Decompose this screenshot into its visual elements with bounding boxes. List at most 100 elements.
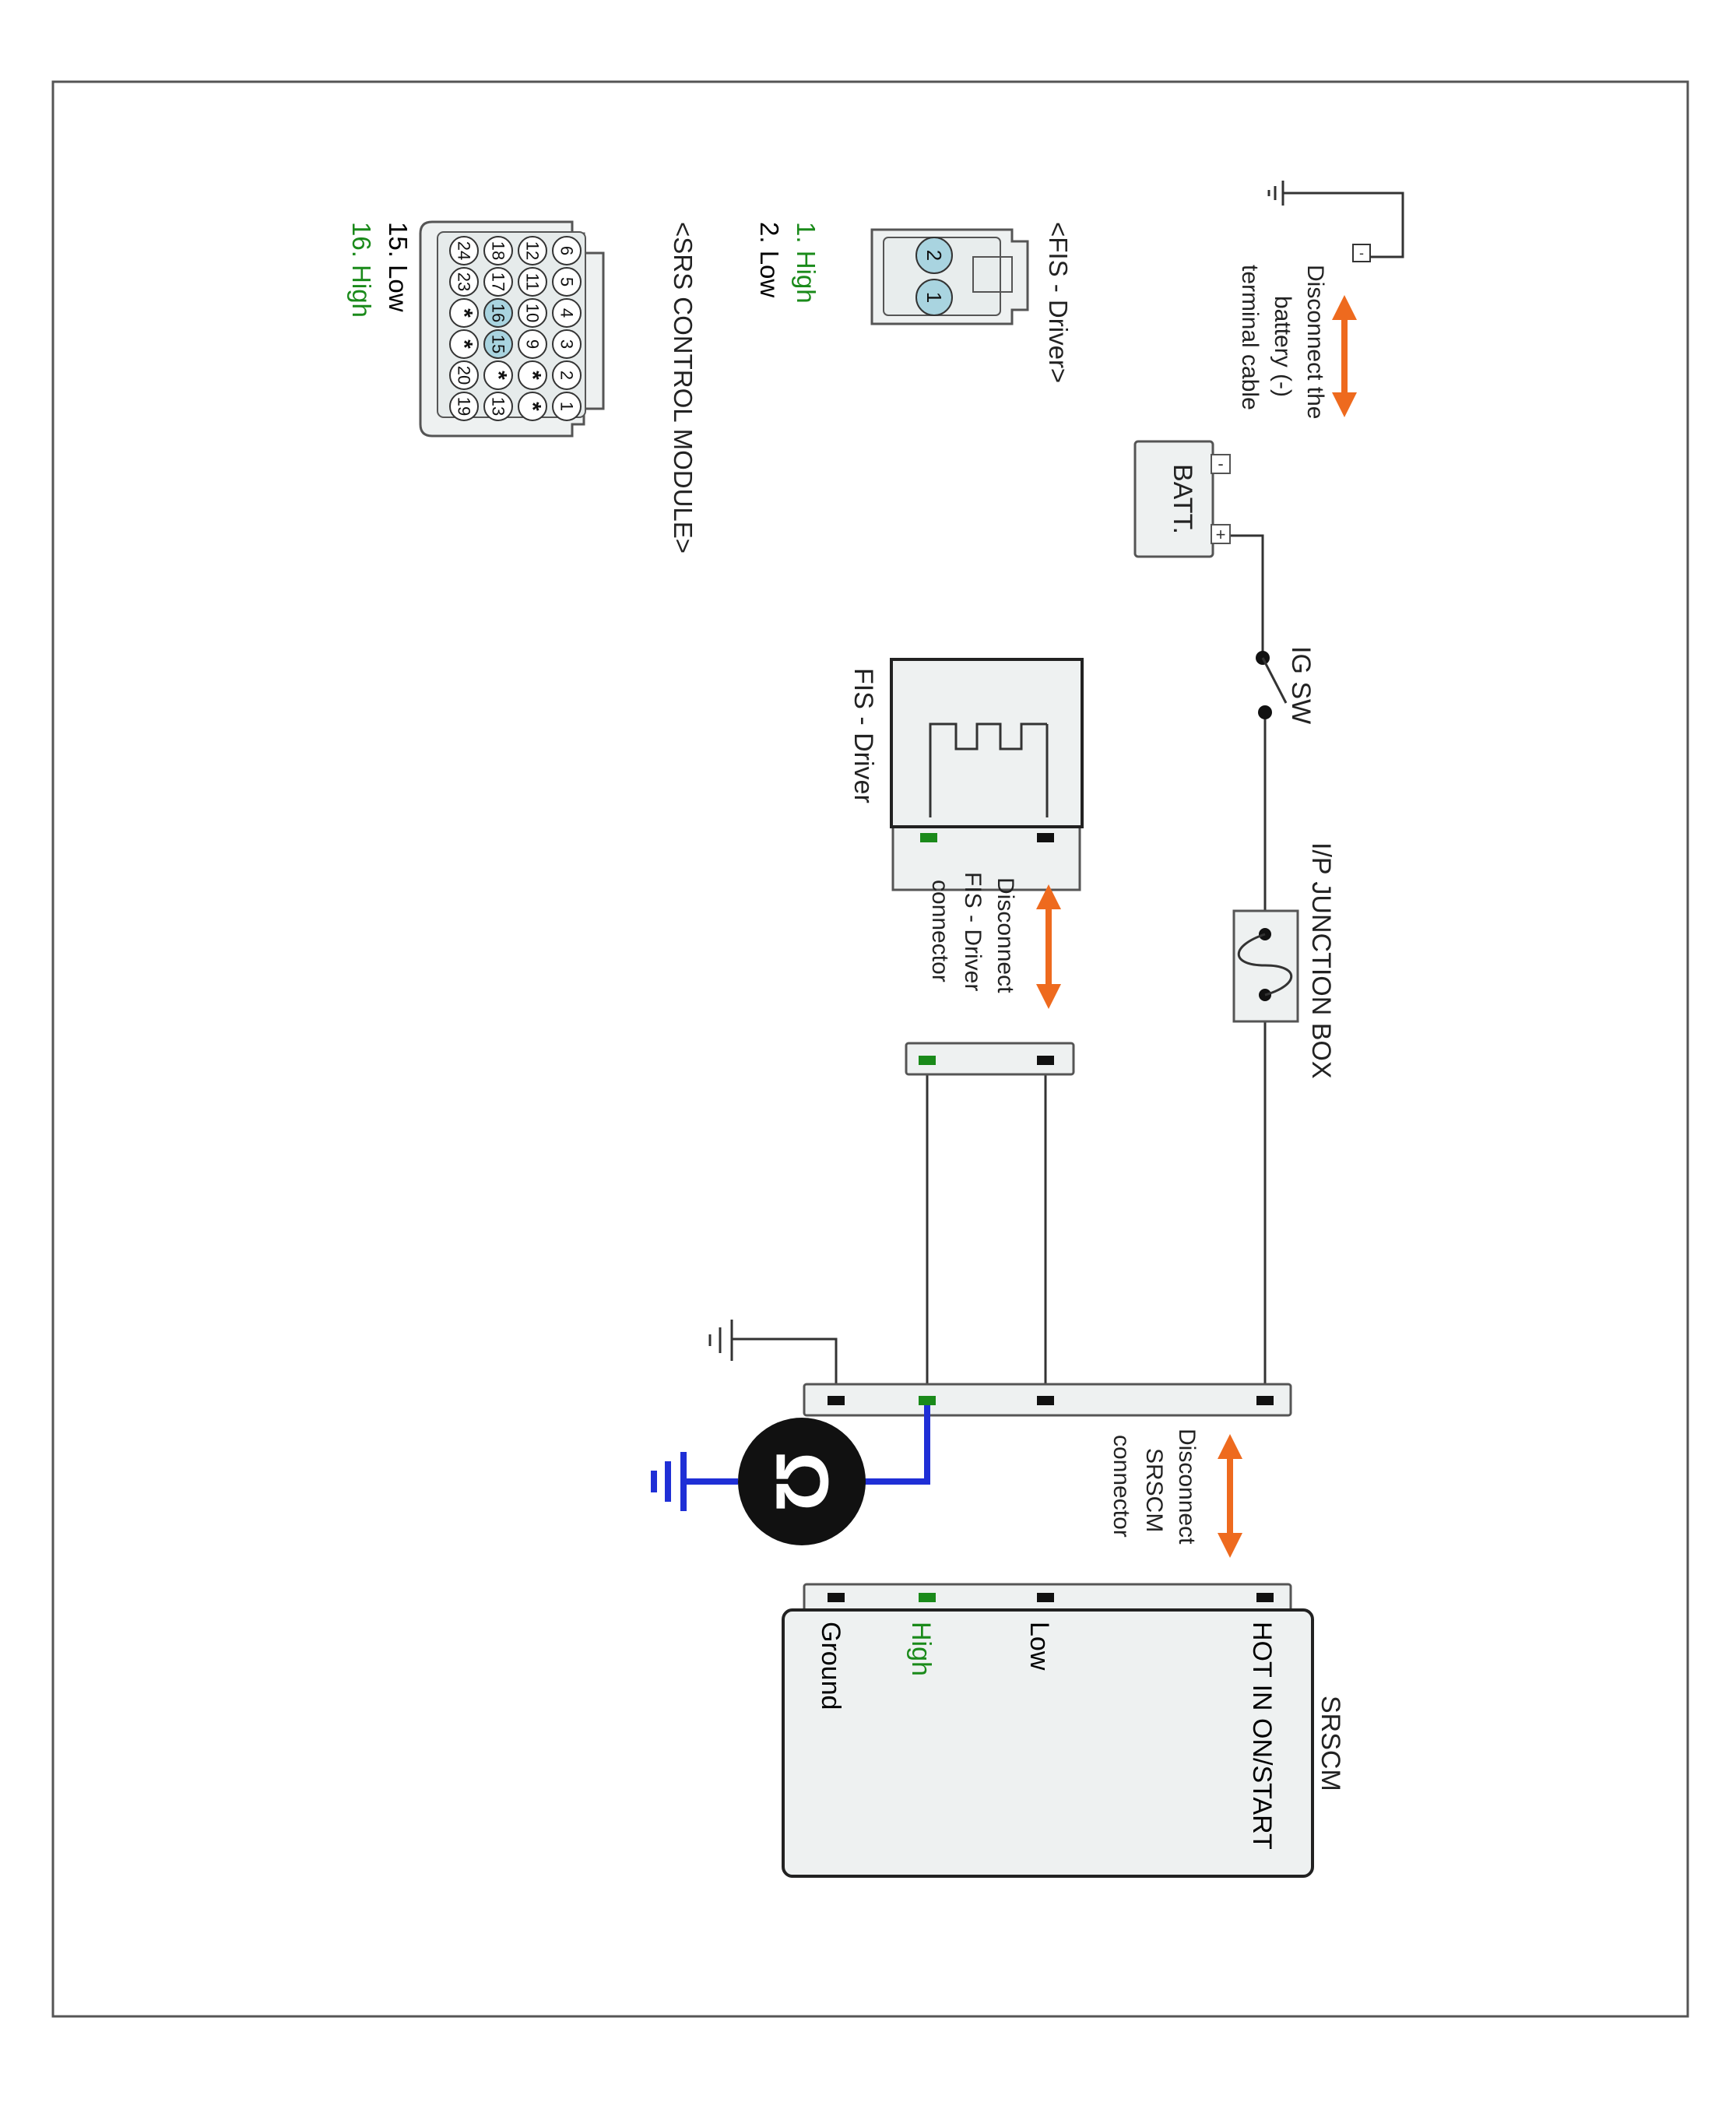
srs-cavity <box>449 298 479 328</box>
srs-cavity <box>552 236 582 265</box>
srs-cavity-label: 5 <box>557 277 577 286</box>
svg-text:Disconnect the: Disconnect the <box>1302 265 1328 419</box>
wires <box>732 192 1404 1400</box>
ohmmeter: Ω <box>651 1405 930 1545</box>
battery-neg-sign: - <box>1218 454 1223 473</box>
battery-ground-terminal <box>1352 244 1371 262</box>
wire-battery-ground <box>1283 192 1404 258</box>
srs-cavity <box>552 329 582 359</box>
fis-connector-view: <FIS - Driver> 2 1 1. High 2. Low <box>755 222 1073 383</box>
srscm-module: SRSCM HOT IN ON/START Low High Ground <box>782 1583 1345 1878</box>
srs-cavity-label: 11 <box>523 273 543 291</box>
ohm-icon: Ω <box>761 1452 844 1512</box>
srs-cavity <box>483 267 513 297</box>
fis-cavity-2: 2 <box>922 250 946 261</box>
srs-cavity-label: 9 <box>523 339 543 349</box>
ground-symbol-srscm <box>708 1320 733 1361</box>
ig-switch-label: IG SW <box>1286 646 1316 724</box>
srs-cavity-label: 18 <box>489 241 508 260</box>
srs-cavity <box>483 298 513 328</box>
srs-cavity-label: 16 <box>489 304 508 322</box>
svg-text:SRSCM: SRSCM <box>1141 1448 1167 1532</box>
fis-harness-connector <box>905 1042 1075 1076</box>
srs-pin-16: 16. High <box>347 222 376 318</box>
srs-cavity <box>449 392 479 421</box>
srs-cavity-label: 19 <box>455 397 474 416</box>
srs-cavity-label: 12 <box>523 241 543 260</box>
srs-cavity-label: 13 <box>489 397 508 416</box>
srs-connector-title: <SRS CONTROL MODULE> <box>669 222 698 554</box>
srs-cavity <box>449 236 479 265</box>
srs-cavity <box>483 392 513 421</box>
fis-pin-2: 2. Low <box>755 222 784 297</box>
fis-driver-label: FIS - Driver <box>849 668 878 803</box>
wire-ground <box>732 1337 838 1400</box>
ig-switch: IG SW <box>1256 646 1316 724</box>
srs-cavity <box>552 392 582 421</box>
srs-cavity-label: 20 <box>455 366 474 385</box>
battery-pos-sign: + <box>1216 525 1226 544</box>
fis-pin-1: 1. High <box>792 222 821 304</box>
svg-text:Disconnect: Disconnect <box>993 877 1018 993</box>
srs-cavity <box>518 392 547 421</box>
srs-cavity-label: 17 <box>489 272 508 291</box>
srs-cavity <box>449 267 479 297</box>
diagram-frame <box>51 80 1689 2018</box>
fis-driver-component: FIS - Driver <box>849 658 1084 891</box>
srscm-title: SRSCM <box>1316 1696 1345 1791</box>
srs-cavity <box>449 329 479 359</box>
ground-symbol-battery <box>1267 181 1284 206</box>
srs-cavity <box>518 360 547 390</box>
srs-cavity <box>449 360 479 390</box>
srs-cavity-label: 6 <box>557 246 577 255</box>
svg-text:Disconnect: Disconnect <box>1174 1429 1200 1545</box>
srs-cavity-label: 24 <box>455 241 474 260</box>
srs-connector-view: <SRS CONTROL MODULE> 6543211211109**1817… <box>347 220 698 554</box>
svg-text:terminal cable: terminal cable <box>1237 265 1263 410</box>
fis-connector-title: <FIS - Driver> <box>1044 222 1073 383</box>
svg-text:battery (-): battery (-) <box>1270 296 1295 397</box>
wire-battery-to-igsw <box>1208 534 1264 658</box>
battery-symbol: - + BATT. <box>1133 440 1231 558</box>
srs-cavity-label: 4 <box>557 308 577 318</box>
srs-cavity <box>518 329 547 359</box>
fis-cavity-1: 1 <box>922 292 946 303</box>
srs-cavity-label: 1 <box>557 402 577 411</box>
srs-cavity-label: 2 <box>557 371 577 380</box>
battery-neg-terminal <box>1211 454 1231 474</box>
srs-pin-15: 15. Low <box>384 222 413 312</box>
srs-cavity-label: * <box>520 402 546 411</box>
srscm-pin-low: Low <box>1024 1622 1054 1671</box>
srs-cavity-label: 15 <box>489 335 508 353</box>
srscm-pin-hot: HOT IN ON/START <box>1247 1622 1277 1850</box>
srs-cavity-label: * <box>520 371 546 380</box>
srscm-harness-connector <box>803 1383 1292 1417</box>
srs-cavity <box>518 267 547 297</box>
srs-cavity <box>518 236 547 265</box>
battery-pos-terminal <box>1211 524 1231 544</box>
srs-cavity <box>552 360 582 390</box>
fis-disconnect-note: Disconnect FIS - Driver connector <box>927 872 1018 993</box>
svg-text:FIS - Driver: FIS - Driver <box>960 872 986 991</box>
srscm-disconnect-note: Disconnect SRSCM connector <box>1109 1429 1200 1545</box>
srscm-pin-ground: Ground <box>816 1622 845 1710</box>
srs-cavity <box>518 298 547 328</box>
junction-box-fuse: I/P JUNCTION BOX <box>1232 842 1336 1079</box>
srs-cavity-label: 10 <box>523 304 543 322</box>
srs-cavity <box>483 329 513 359</box>
srs-cavity <box>483 236 513 265</box>
srs-cavity-label: * <box>452 339 477 349</box>
srs-cavity <box>552 267 582 297</box>
srs-cavity <box>483 360 513 390</box>
srs-cavity-label: * <box>486 371 511 380</box>
battery-label: BATT. <box>1168 464 1197 534</box>
srs-cavity-label: * <box>452 308 477 318</box>
battery-ground-terminal-sign: - <box>1359 245 1364 261</box>
junction-box-label: I/P JUNCTION BOX <box>1306 842 1336 1079</box>
srscm-pin-high: High <box>906 1622 936 1676</box>
battery-disconnect-note: Disconnect the battery (-) terminal cabl… <box>1237 265 1328 419</box>
srs-cavity <box>552 298 582 328</box>
srs-cavity-label: 23 <box>455 272 474 291</box>
